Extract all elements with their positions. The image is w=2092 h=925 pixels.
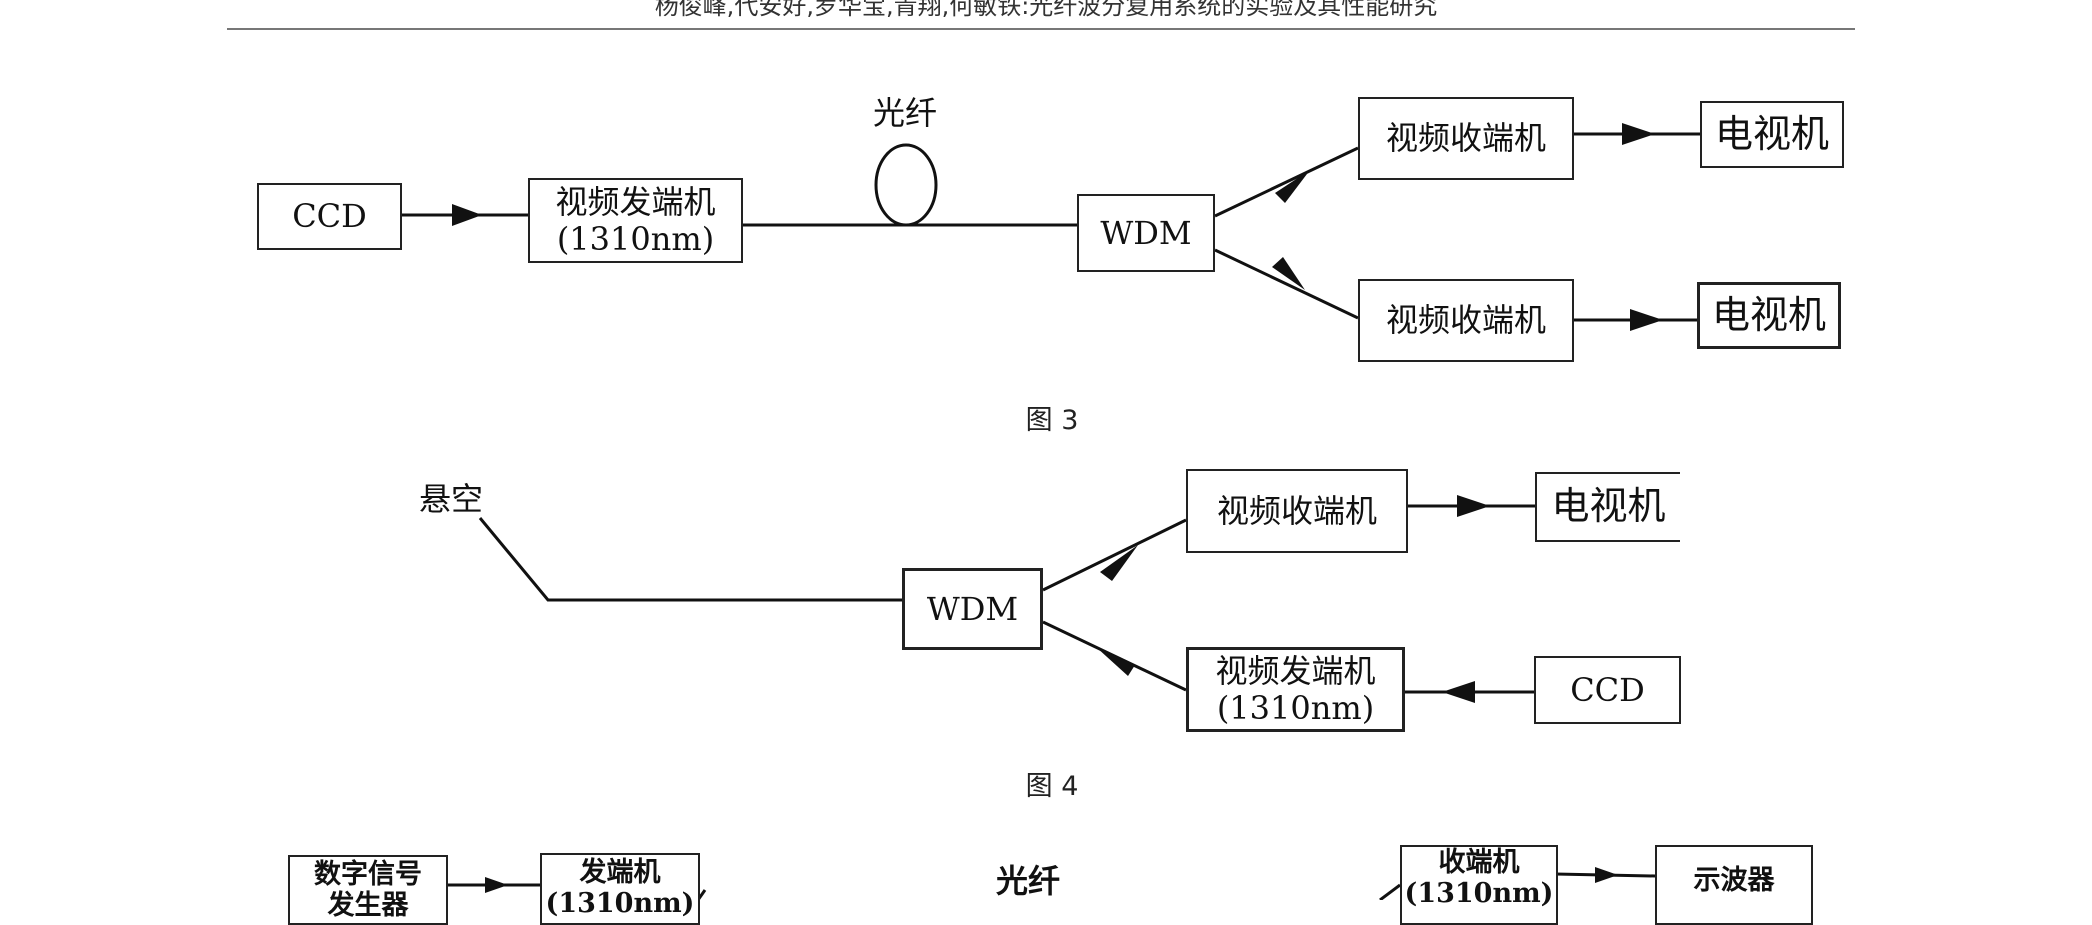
fig4-caption: 图 4 — [1025, 771, 1079, 802]
fig5-oscilloscope-box: 示波器 — [1655, 845, 1813, 925]
fig3-ccd-label: CCD — [292, 197, 367, 236]
fig3-tv-bottom-label: 电视机 — [1711, 292, 1826, 337]
running-header: 杨俊峰,代安好,罗华宝,青翔,何敏铁:光纤波分复用系统的实验及其性能研究 — [654, 0, 1438, 20]
fig3-wdm-label: WDM — [1100, 213, 1192, 252]
fig3-fiber-label: 光纤 — [873, 94, 938, 132]
diagram-connectors — [402, 123, 1700, 900]
fig4-receiver-label: 视频收端机 — [1216, 491, 1377, 530]
fig4-transmitter-box: 视频发端机 (1310nm) — [1186, 647, 1405, 732]
fig3-ccd-box: CCD — [257, 183, 402, 250]
fig3-caption: 图 3 — [1025, 405, 1079, 436]
figure4-connectors — [478, 495, 1535, 703]
fig3-fiber-coil — [874, 143, 938, 227]
header-rule — [227, 28, 1855, 30]
fig3-tv-top-box: 电视机 — [1700, 101, 1844, 168]
fig4-suspended-label: 悬空 — [419, 480, 484, 518]
fig4-tv-label: 电视机 — [1551, 484, 1666, 529]
fig4-transmitter-line1: 视频发端机 — [1215, 651, 1376, 690]
fig4-transmitter-line2: (1310nm) — [1216, 688, 1375, 727]
fig5-receiver-line1: 收端机 — [1438, 847, 1520, 878]
fig5-signal-source-box: 数字信号 发生器 — [288, 855, 448, 925]
fig3-wdm-to-rx-top — [1214, 146, 1359, 218]
fig4-ccd-box: CCD — [1534, 656, 1681, 724]
fig4-wdm-label: WDM — [926, 589, 1019, 628]
fig5-receiver-box: 收端机 (1310nm) — [1400, 845, 1558, 925]
fig4-receiver-box: 视频收端机 — [1186, 469, 1408, 553]
fig5-receiver-line2: (1310nm) — [1404, 878, 1554, 910]
fig3-transmitter-box: 视频发端机 (1310nm) — [528, 178, 743, 263]
fig5-transmitter-line1: 发端机 — [579, 857, 661, 888]
fig3-tv-top-label: 电视机 — [1714, 111, 1829, 156]
fig4-ccd-label: CCD — [1570, 670, 1645, 709]
fig3-transmitter-line2: (1310nm) — [556, 219, 715, 258]
fig3-wdm-to-rx-bottom — [1214, 248, 1359, 320]
fig4-tv-box: 电视机 — [1535, 472, 1680, 542]
fig3-transmitter-line1: 视频发端机 — [555, 182, 716, 221]
fig5-oscilloscope-label: 示波器 — [1693, 865, 1775, 896]
fig3-tv-bottom-box: 电视机 — [1697, 282, 1841, 349]
fig3-wdm-box: WDM — [1077, 194, 1215, 272]
fig4-wdm-to-rx — [1042, 518, 1187, 592]
fig5-signal-source-line1: 数字信号 — [314, 859, 422, 890]
fig4-wdm-box: WDM — [902, 568, 1043, 650]
fig5-signal-source-line2: 发生器 — [327, 890, 409, 922]
fig5-transmitter-line2: (1310nm) — [545, 888, 695, 920]
fig3-receiver-bottom-box: 视频收端机 — [1358, 279, 1574, 362]
fig3-receiver-top-box: 视频收端机 — [1358, 97, 1574, 180]
figure5-connectors — [448, 867, 1656, 900]
fig5-fiber-label: 光纤 — [996, 862, 1061, 900]
fig4-suspended-fiber — [478, 517, 902, 602]
fig3-receiver-bottom-label: 视频收端机 — [1385, 301, 1546, 340]
fig3-receiver-top-label: 视频收端机 — [1385, 119, 1546, 158]
fig5-transmitter-box: 发端机 (1310nm) — [540, 853, 700, 925]
figure3-connectors — [402, 123, 1700, 331]
